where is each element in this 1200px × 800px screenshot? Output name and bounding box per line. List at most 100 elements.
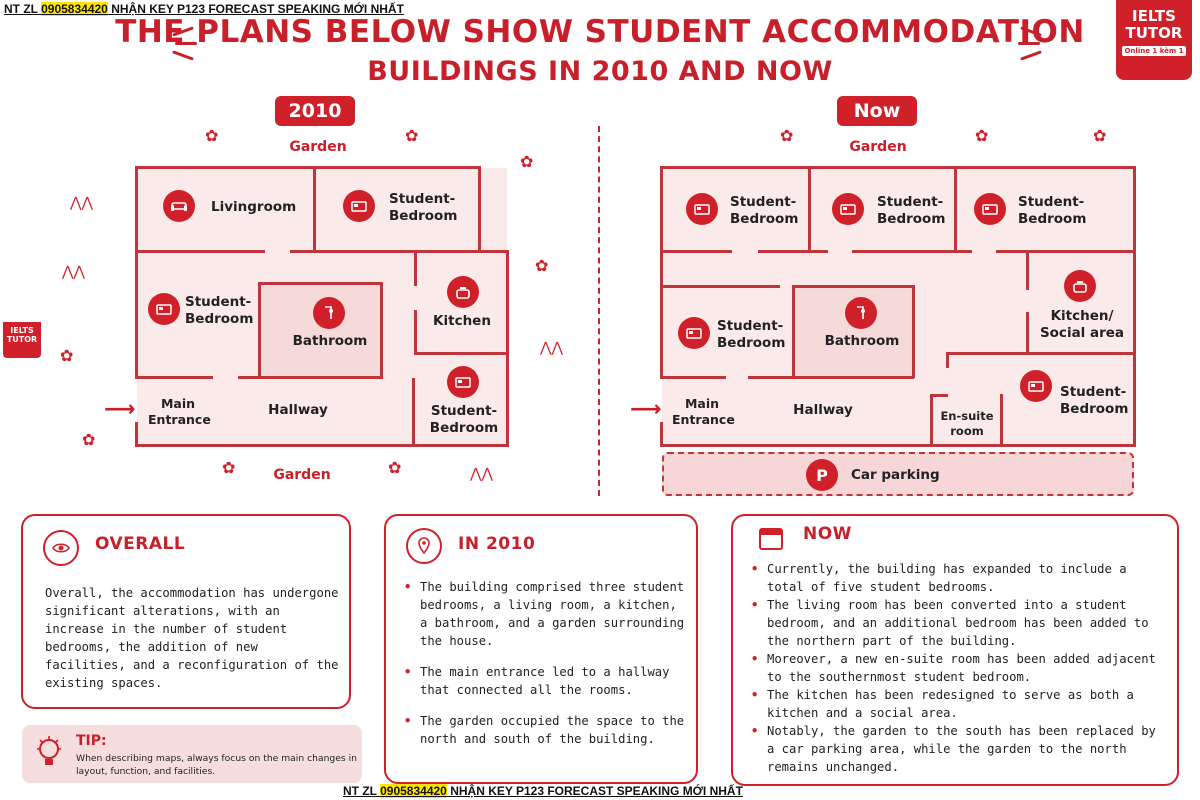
room-bathroom-2010: Bathroom xyxy=(292,333,368,349)
room-bedroom-right-2010: Student- Bedroom xyxy=(429,403,499,436)
wall xyxy=(930,394,948,397)
wall xyxy=(660,166,1136,169)
overall-heading: OVERALL xyxy=(95,534,186,554)
room-bedroom-3-now: Student- Bedroom xyxy=(1018,194,1087,227)
room-bedroom-2-now: Student- Bedroom xyxy=(877,194,946,227)
wall xyxy=(946,352,949,368)
ielts-tutor-logo[interactable]: IELTS TUTOR Online 1 kèm 1 xyxy=(1116,0,1192,80)
wall xyxy=(290,250,480,253)
wall xyxy=(313,166,316,252)
tip-box: TIP: When describing maps, always focus … xyxy=(22,725,362,783)
wall xyxy=(930,394,933,446)
promo-phone[interactable]: 0905834420 xyxy=(41,2,108,16)
garden-north-now: Garden xyxy=(849,139,907,155)
wall xyxy=(660,444,1136,447)
plans-divider xyxy=(598,126,600,496)
wall xyxy=(135,166,480,169)
tag-2010: 2010 xyxy=(275,96,355,126)
room-hallway-now: Hallway xyxy=(793,402,853,418)
now-heading: NOW xyxy=(803,524,852,544)
wall xyxy=(414,352,508,355)
list-item: The building comprised three student bed… xyxy=(402,578,687,650)
car-parking-area xyxy=(662,452,1134,496)
calendar-icon-band xyxy=(761,530,781,535)
page-title: THE PLANS BELOW SHOW STUDENT ACCOMMODATI… xyxy=(115,14,1085,50)
room-bathroom-now: Bathroom xyxy=(824,333,900,349)
wall xyxy=(135,422,138,447)
bed-icon xyxy=(686,193,718,225)
promo-suffix: NHẬN KEY P123 FORECAST SPEAKING MỚI NHẤT xyxy=(107,2,404,16)
promo-phone[interactable]: 0905834420 xyxy=(380,784,447,798)
wall xyxy=(478,166,481,252)
wall xyxy=(258,282,261,378)
grass-icon: ⋀⋀ xyxy=(540,340,563,356)
wall xyxy=(1000,394,1003,446)
room-kitchen-2010: Kitchen xyxy=(433,313,491,329)
list-item: The living room has been converted into … xyxy=(749,596,1169,650)
wall xyxy=(748,376,914,379)
title-decoration xyxy=(1018,42,1040,45)
wall xyxy=(1133,166,1136,447)
flower-icon: ✿ xyxy=(780,126,794,145)
now-panel: NOW Currently, the building has expanded… xyxy=(731,514,1179,786)
grass-icon: ⋀⋀ xyxy=(70,195,93,211)
wall xyxy=(258,282,382,285)
flower-icon: ✿ xyxy=(535,256,549,275)
calendar-icon xyxy=(759,528,783,550)
overall-panel: OVERALL Overall, the accommodation has u… xyxy=(21,514,351,709)
logo-sub: Online 1 kèm 1 xyxy=(1122,46,1186,56)
room-bedroom-left-now: Student- Bedroom xyxy=(717,318,786,351)
parking-icon: P xyxy=(806,459,838,491)
side-logo: IELTS TUTOR xyxy=(3,322,41,358)
overall-text: Overall, the accommodation has undergone… xyxy=(45,586,339,690)
in2010-panel: IN 2010 The building comprised three stu… xyxy=(384,514,698,784)
tip-text: When describing maps, always focus on th… xyxy=(76,753,357,777)
shower-icon xyxy=(313,297,345,329)
wall xyxy=(954,166,957,252)
wall xyxy=(946,352,1136,355)
wall xyxy=(660,250,732,253)
wall xyxy=(506,250,509,446)
logo-line1: IELTS xyxy=(1132,7,1176,25)
wall xyxy=(135,376,213,379)
bed-icon xyxy=(974,193,1006,225)
bed-icon xyxy=(678,317,710,349)
flower-icon: ✿ xyxy=(975,126,989,145)
title-decoration xyxy=(175,42,197,45)
wall xyxy=(414,310,417,354)
room-bedroom-1-now: Student- Bedroom xyxy=(730,194,799,227)
in2010-list: The building comprised three student bed… xyxy=(402,578,687,748)
promo-prefix: NT ZL xyxy=(343,784,381,798)
room-ensuite-now: En-suite room xyxy=(940,409,994,438)
in2010-heading: IN 2010 xyxy=(458,534,536,554)
bathroom-fill xyxy=(258,282,382,376)
wall xyxy=(792,285,912,288)
wall xyxy=(135,444,509,447)
eye-icon xyxy=(43,530,79,566)
wall xyxy=(478,250,509,253)
list-item: The kitchen has been redesigned to serve… xyxy=(749,686,1169,722)
room-hallway-2010: Hallway xyxy=(268,402,328,418)
flower-icon: ✿ xyxy=(82,430,96,449)
location-pin-icon xyxy=(406,528,442,564)
flower-icon: ✿ xyxy=(205,126,219,145)
garden-south-2010: Garden xyxy=(273,467,331,483)
parking-icon-letter: P xyxy=(816,465,828,485)
tip-heading: TIP: xyxy=(76,733,107,749)
wall xyxy=(758,250,828,253)
wall xyxy=(660,166,663,376)
bed-icon xyxy=(832,193,864,225)
wall xyxy=(912,285,915,378)
wall xyxy=(660,285,780,288)
main-entrance-2010: Main Entrance xyxy=(148,396,211,427)
wall xyxy=(808,166,811,252)
entrance-arrow-icon: ⟶ xyxy=(104,397,136,422)
grass-icon: ⋀⋀ xyxy=(470,466,493,482)
promo-prefix: NT ZL xyxy=(4,2,42,16)
room-kitchen-social-now: Kitchen/ Social area xyxy=(1039,308,1125,341)
bed-icon xyxy=(343,190,375,222)
wall xyxy=(660,422,663,447)
flower-icon: ✿ xyxy=(1093,126,1107,145)
wall xyxy=(1026,312,1029,354)
flower-icon: ✿ xyxy=(405,126,419,145)
